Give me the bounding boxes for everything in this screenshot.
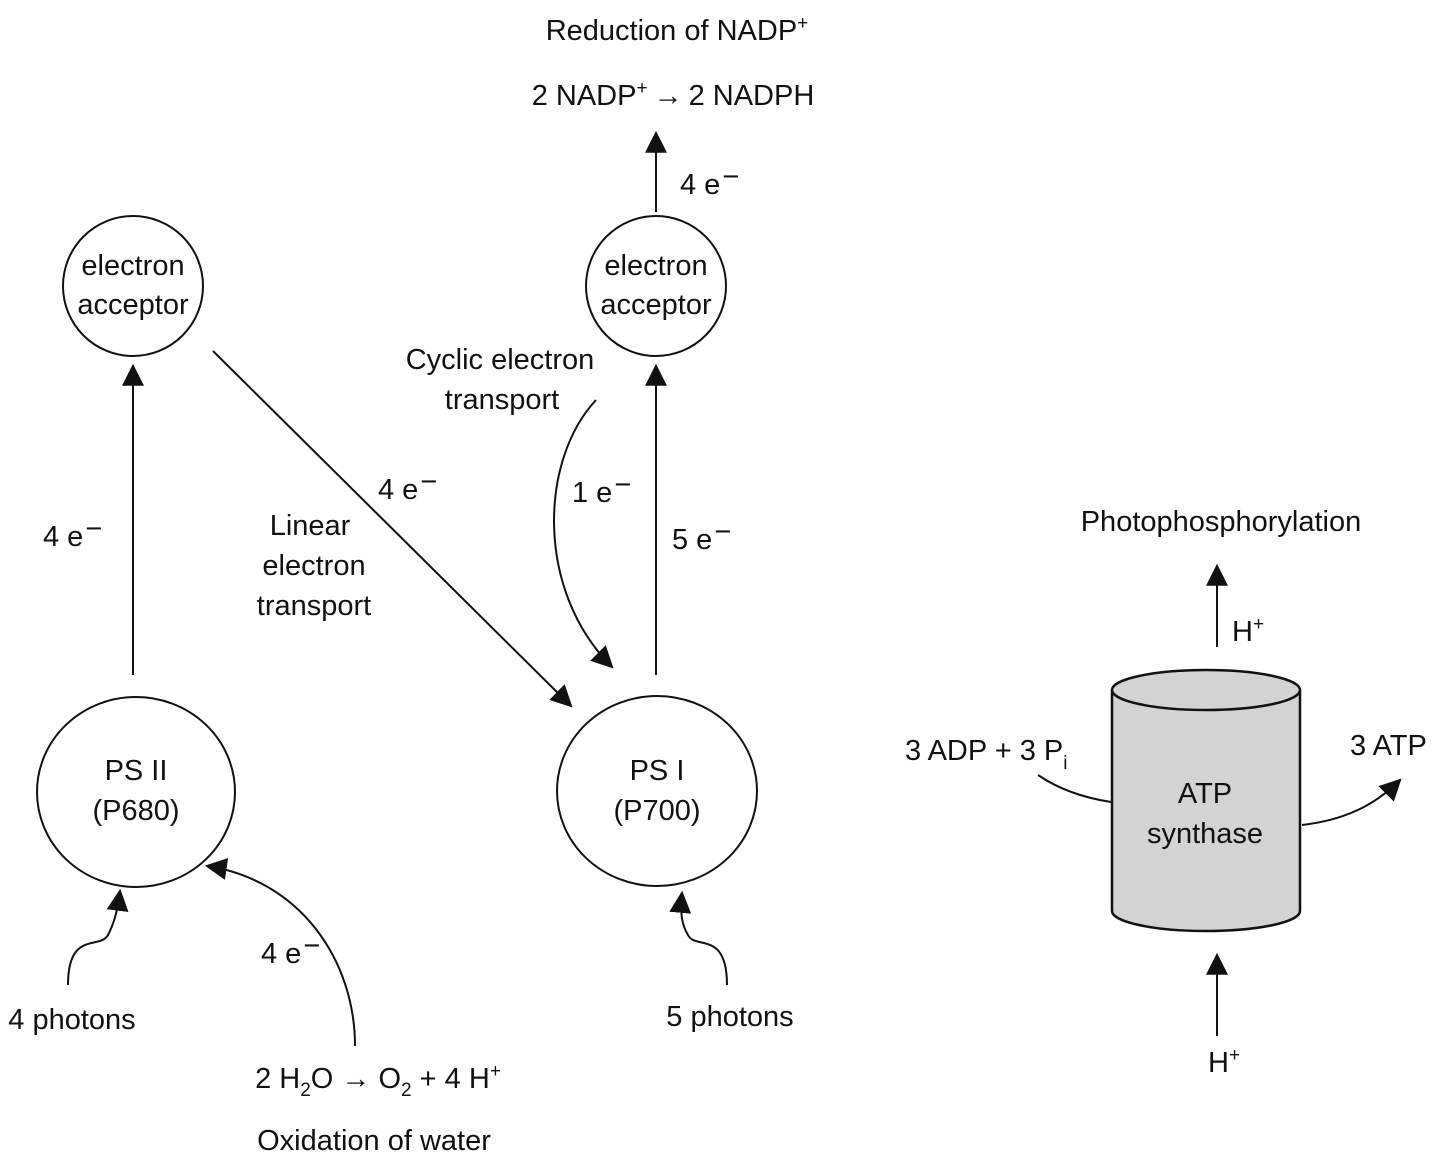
arrow-product-out	[1301, 778, 1402, 826]
arrow-photons-ps1	[669, 890, 728, 986]
electrons-ps1-to-acceptor: 5 e−	[672, 516, 731, 556]
electron-acceptor-left	[62, 215, 204, 357]
nadp-equation: 2 NADP+→2 NADPH	[532, 78, 815, 112]
acceptor-left-line1: electron	[81, 250, 184, 282]
synthase-line2: synthase	[1147, 818, 1263, 850]
acceptor-right-line2: acceptor	[600, 289, 712, 321]
atp-synthase-cylinder	[1110, 668, 1302, 933]
arrow-water-to-ps2	[204, 858, 356, 1047]
cyclic-label-line1: Cyclic electron	[406, 344, 595, 376]
line-substrate-in	[1037, 774, 1112, 803]
water-title: Oxidation of water	[257, 1125, 491, 1157]
photophosphorylation-title: Photophosphorylation	[1081, 506, 1362, 538]
photons-ps1: 5 photons	[666, 1001, 793, 1033]
linear-label-line1: Linear	[270, 510, 351, 542]
electrons-cyclic: 1 e−	[572, 469, 631, 509]
electrons-linear: 4 e−	[378, 466, 437, 506]
reduction-title: Reduction of NADP+	[546, 13, 809, 47]
linear-label-line3: transport	[257, 590, 371, 622]
acceptor-right-line1: electron	[604, 250, 707, 282]
substrate-label: 3 ADP + 3 Pi	[905, 735, 1068, 774]
ps1-line2: (P700)	[613, 795, 700, 827]
arrow-linear-transport	[212, 350, 573, 708]
electrons-ps2-to-acceptor: 4 e−	[43, 513, 102, 553]
electrons-water: 4 e−	[261, 930, 320, 970]
acceptor-left-line2: acceptor	[77, 289, 189, 321]
arrow-cyclic-transport	[553, 399, 614, 669]
ps1-node	[556, 695, 758, 887]
ps2-node	[36, 696, 236, 888]
photons-ps2: 4 photons	[8, 1004, 135, 1036]
water-equation: 2 H2O → O2 + 4 H+	[255, 1061, 501, 1101]
h-out-label: H+	[1232, 614, 1264, 648]
electron-acceptor-right	[585, 215, 727, 357]
product-label: 3 ATP	[1350, 730, 1427, 762]
cyclic-label-line2: transport	[445, 384, 559, 416]
electrons-to-nadp: 4 e−	[680, 161, 739, 201]
linear-label-line2: electron	[262, 550, 365, 582]
ps1-line1: PS I	[630, 755, 685, 787]
ps2-line1: PS II	[105, 755, 168, 787]
h-in-label: H+	[1208, 1045, 1240, 1079]
ps2-line2: (P680)	[92, 795, 179, 827]
arrow-photons-ps2	[67, 888, 129, 986]
synthase-line1: ATP	[1178, 778, 1232, 810]
